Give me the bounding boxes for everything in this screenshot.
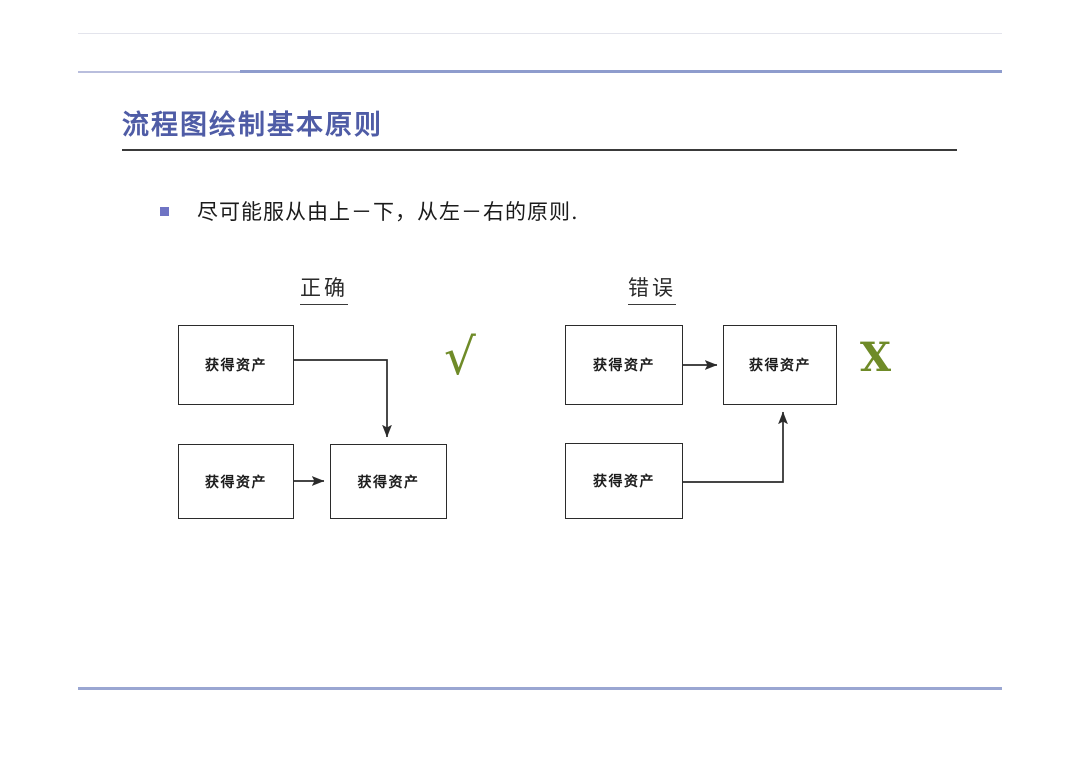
title-underline-rule xyxy=(122,149,957,151)
footer-blue-rule xyxy=(78,687,1002,690)
flow-node-label: 获得资产 xyxy=(205,358,267,374)
flow-node-wrong-2[interactable]: 获得资产 xyxy=(723,325,837,405)
flow-node-correct-3[interactable]: 获得资产 xyxy=(330,444,447,519)
flow-node-label: 获得资产 xyxy=(749,358,811,374)
bullet-text: 尽可能服从由上－下，从左－右的原则. xyxy=(197,200,579,224)
check-mark-icon: √ xyxy=(444,328,476,386)
flow-node-wrong-3[interactable]: 获得资产 xyxy=(565,443,683,519)
edge-l1-to-l3 xyxy=(294,359,392,438)
flow-node-label: 获得资产 xyxy=(205,474,267,491)
header-blue-rule-light xyxy=(78,71,243,73)
bullet-item: 尽可能服从由上－下，从左－右的原则. xyxy=(160,196,579,226)
flow-node-correct-1[interactable]: 获得资产 xyxy=(178,325,294,405)
square-bullet-icon xyxy=(160,206,169,216)
edge-r3-to-r2 xyxy=(683,411,788,483)
caption-wrong: 错误 xyxy=(628,272,676,305)
flow-node-label: 获得资产 xyxy=(593,358,655,374)
cross-mark-icon: X xyxy=(860,334,892,381)
page-edge-left xyxy=(0,0,78,763)
flow-node-label: 获得资产 xyxy=(593,474,655,490)
caption-correct: 正确 xyxy=(300,272,348,305)
header-faint-rule xyxy=(78,33,1002,34)
flow-node-label: 获得资产 xyxy=(357,474,420,491)
page-title: 流程图绘制基本原则 xyxy=(122,110,383,141)
flow-node-wrong-1[interactable]: 获得资产 xyxy=(565,325,683,405)
header-blue-rule xyxy=(240,70,1002,73)
flow-node-correct-2[interactable]: 获得资产 xyxy=(178,444,294,519)
page-edge-right xyxy=(1002,0,1080,763)
